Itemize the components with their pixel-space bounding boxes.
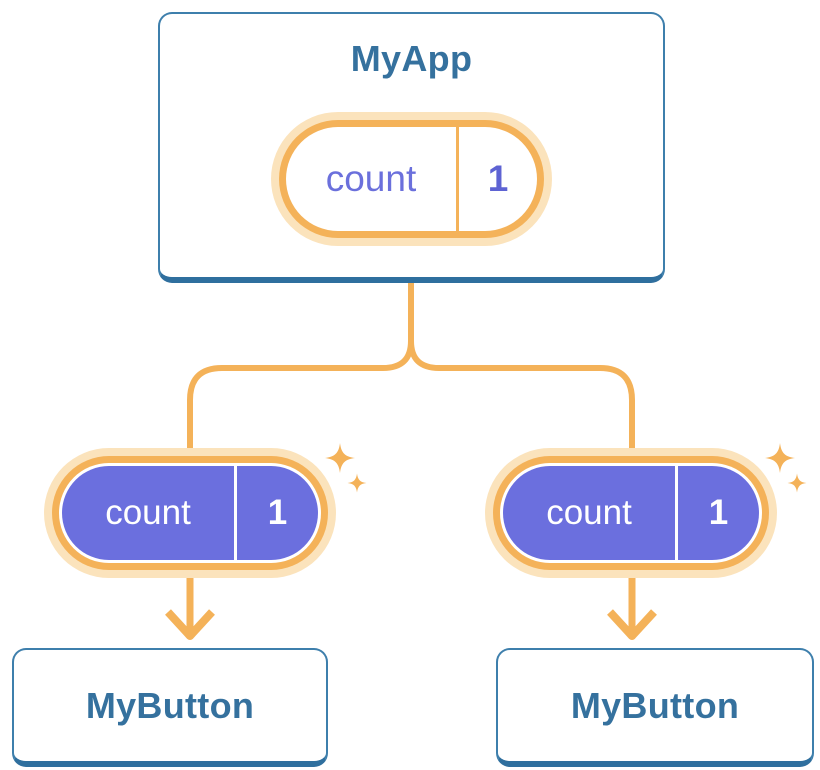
state-pill-fill: count 1: [62, 466, 318, 560]
state-name: count: [105, 493, 191, 532]
state-name: count: [546, 493, 632, 532]
mybutton-card-right: MyButton: [496, 648, 814, 767]
state-pill-border: count 1: [279, 120, 544, 238]
arrow-down-icon: [165, 609, 215, 640]
component-title: MyApp: [350, 38, 473, 79]
component-title: MyButton: [85, 684, 255, 726]
pill-divider: [675, 466, 678, 560]
sparkle-icon: [765, 443, 795, 473]
state-pill: count 1: [286, 127, 537, 231]
pill-divider: [456, 127, 459, 231]
fork-connector-left: [187, 281, 414, 452]
state-pill-left: count 1: [44, 448, 336, 578]
component-title: MyButton: [570, 684, 740, 726]
state-name: count: [325, 158, 417, 199]
state-pill-glow: count 1: [44, 448, 336, 578]
state-pill-border: count 1: [493, 456, 769, 570]
state-pill-border: count 1: [52, 456, 328, 570]
state-value: 1: [487, 158, 509, 199]
state-pill-right: count 1: [485, 448, 777, 578]
state-pill: count 1: [500, 463, 762, 563]
state-pill: count 1: [59, 463, 321, 563]
pill-divider: [234, 466, 237, 560]
fork-connector-right: [408, 281, 635, 452]
state-pill-fill: count 1: [503, 466, 759, 560]
mybutton-card-left: MyButton: [12, 648, 328, 767]
state-pill-glow: count 1: [271, 112, 552, 246]
state-value: 1: [267, 493, 288, 532]
arrow-down-icon: [607, 609, 657, 640]
myapp-card: MyApp count 1: [158, 12, 665, 283]
sparkle-icon: [347, 473, 367, 493]
state-value: 1: [708, 493, 729, 532]
state-pill-glow: count 1: [485, 448, 777, 578]
sparkle-icon: [787, 473, 807, 493]
sparkle-icon: [325, 443, 355, 473]
